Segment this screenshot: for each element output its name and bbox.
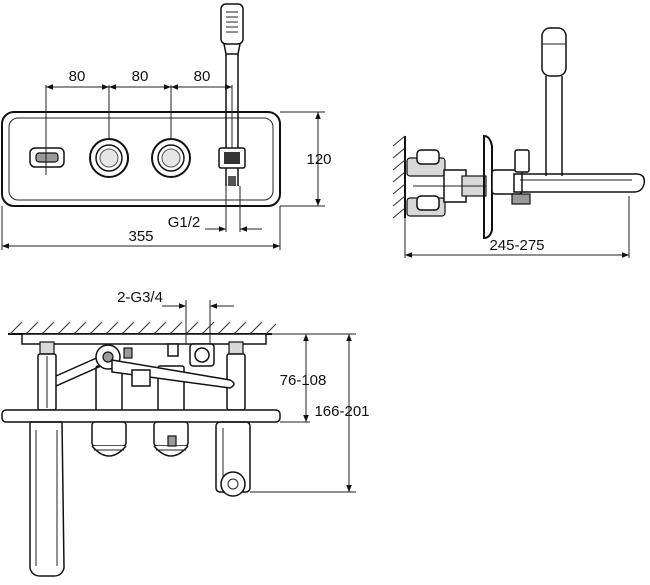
front-plate-outer — [1, 111, 281, 207]
dim-spacing-1: 80 — [69, 68, 86, 85]
side-valve-body — [406, 149, 487, 217]
handle-knob-right — [151, 138, 191, 178]
handle-knob-left — [89, 138, 129, 178]
top-spout — [29, 421, 65, 577]
diverter-slot — [29, 147, 65, 168]
dim-height: 120 — [306, 151, 331, 168]
hand-shower-front — [218, 3, 246, 186]
dim-overall-depth: 166-201 — [314, 403, 369, 420]
top-wall-hatching — [9, 321, 277, 335]
top-front-plate — [1, 409, 281, 423]
wall-hatching — [392, 135, 406, 219]
dim-inlet: 2-G3/4 — [117, 289, 163, 306]
top-view: 2-G3/4 76-108 166-201 — [1, 289, 370, 577]
front-view: 80 80 80 120 G1/2 355 — [1, 3, 332, 250]
dim-width: 355 — [128, 228, 153, 245]
side-spout — [491, 149, 646, 205]
dim-body-depth: 76-108 — [280, 372, 327, 389]
dim-depth: 245-275 — [489, 237, 544, 254]
side-plate — [483, 134, 493, 240]
side-hand-shower — [541, 27, 567, 176]
top-internal-pipes — [55, 343, 235, 389]
dim-thread: G1/2 — [168, 214, 201, 231]
top-mount-plate — [21, 333, 267, 345]
dim-spacing-3: 80 — [194, 68, 211, 85]
top-knobs — [91, 421, 189, 457]
front-plate-inner — [8, 117, 274, 201]
top-shower-holder — [215, 421, 251, 497]
side-view: 245-275 — [392, 27, 646, 258]
dim-spacing-2: 80 — [132, 68, 149, 85]
